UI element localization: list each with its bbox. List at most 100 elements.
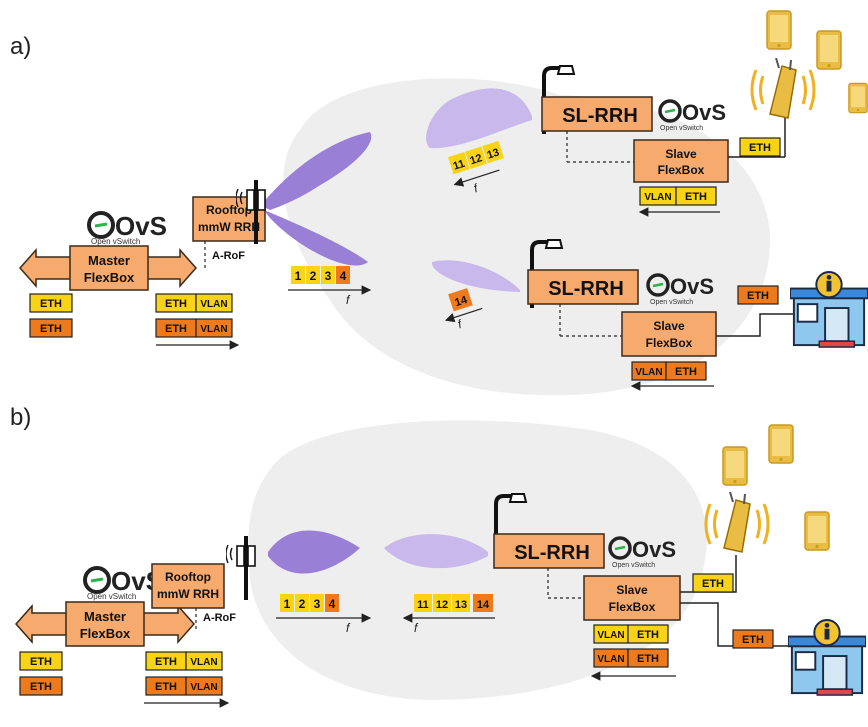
svg-text:f: f bbox=[346, 293, 351, 307]
svg-text:OvS: OvS bbox=[632, 537, 676, 562]
ovs-logo: OvS Open vSwitch bbox=[658, 99, 726, 132]
sl-rrh-bottom: SL-RRH OvS Open vSwitch Slave FlexBox VL… bbox=[444, 238, 800, 391]
shop-icon bbox=[790, 270, 868, 349]
svg-text:f: f bbox=[456, 317, 465, 332]
master-eth-vlan-tags: ETH VLAN ETH VLAN bbox=[155, 293, 240, 350]
svg-text:ETH: ETH bbox=[749, 142, 771, 154]
svg-text:ETH: ETH bbox=[702, 578, 724, 590]
svg-text:ETH: ETH bbox=[155, 656, 177, 668]
svg-text:2: 2 bbox=[299, 597, 306, 611]
beam-bottom-rrh bbox=[431, 260, 520, 292]
svg-text:1: 1 bbox=[295, 269, 302, 283]
wifi-router-icon bbox=[704, 492, 770, 554]
svg-text:13: 13 bbox=[486, 147, 501, 162]
svg-text:VLAN: VLAN bbox=[190, 657, 217, 668]
svg-text:ETH: ETH bbox=[40, 323, 62, 335]
svg-text:Master: Master bbox=[84, 609, 126, 624]
phone-icon bbox=[722, 446, 748, 486]
svg-text:VLAN: VLAN bbox=[597, 630, 624, 641]
svg-text:ETH: ETH bbox=[742, 634, 764, 646]
svg-text:ETH: ETH bbox=[165, 323, 187, 335]
svg-text:14: 14 bbox=[477, 599, 490, 611]
phone-icon bbox=[816, 30, 842, 70]
svg-text:VLAN: VLAN bbox=[597, 654, 624, 665]
svg-text:OvS: OvS bbox=[682, 100, 726, 125]
svg-text:Open vSwitch: Open vSwitch bbox=[660, 125, 703, 132]
sl-rrh-top: SL-RRH OvS Open vSwitch Slave FlexBox VL… bbox=[447, 64, 786, 217]
svg-text:ETH: ETH bbox=[747, 290, 769, 302]
svg-text:SL-RRH: SL-RRH bbox=[548, 278, 624, 300]
phone-icon bbox=[768, 424, 794, 464]
svg-text:VLAN: VLAN bbox=[200, 324, 227, 335]
rooftop-rrh: Rooftop mmW RRH A-RoF bbox=[192, 179, 266, 270]
channel-strip: 1 2 3 4 f bbox=[276, 594, 372, 635]
svg-text:ETH: ETH bbox=[30, 681, 52, 693]
svg-text:ETH: ETH bbox=[30, 656, 52, 668]
svg-text:3: 3 bbox=[325, 269, 332, 283]
svg-text:3: 3 bbox=[314, 597, 321, 611]
svg-text:Rooftop: Rooftop bbox=[206, 203, 252, 217]
svg-text:VLAN: VLAN bbox=[635, 367, 662, 378]
master-flexbox: Master FlexBox bbox=[14, 601, 196, 647]
beam-rooftop bbox=[268, 530, 360, 574]
svg-text:Open vSwitch: Open vSwitch bbox=[650, 299, 693, 306]
svg-text:A-RoF: A-RoF bbox=[203, 612, 236, 624]
master-eth-tags: ETH ETH bbox=[29, 293, 73, 338]
svg-text:ETH: ETH bbox=[40, 298, 62, 310]
sl-rrh: SL-RRH OvS Open vSwitch Slave FlexBox VL… bbox=[493, 492, 790, 681]
svg-text:Slave: Slave bbox=[653, 319, 685, 333]
shop-icon bbox=[788, 618, 866, 697]
svg-text:FlexBox: FlexBox bbox=[658, 163, 705, 177]
svg-text:Slave: Slave bbox=[616, 583, 648, 597]
phone-icon bbox=[804, 511, 830, 551]
svg-text:VLAN: VLAN bbox=[644, 192, 671, 203]
panel-a: a) Master FlexBox OvS Open vSwitch Roof bbox=[10, 10, 868, 396]
beam-slrrh bbox=[384, 534, 488, 569]
svg-text:11: 11 bbox=[417, 599, 429, 611]
svg-text:2: 2 bbox=[310, 269, 317, 283]
svg-text:f: f bbox=[472, 181, 481, 196]
phone-icon bbox=[848, 82, 868, 114]
svg-text:f: f bbox=[414, 621, 419, 635]
svg-text:OvS: OvS bbox=[115, 211, 167, 241]
svg-text:ETH: ETH bbox=[675, 366, 697, 378]
svg-text:ETH: ETH bbox=[165, 298, 187, 310]
svg-text:Rooftop: Rooftop bbox=[165, 570, 211, 584]
master-eth-tags: ETH ETH bbox=[19, 651, 63, 696]
svg-text:Open vSwitch: Open vSwitch bbox=[91, 237, 140, 246]
ovs-logo: OvS Open vSwitch bbox=[87, 211, 167, 246]
svg-text:4: 4 bbox=[340, 269, 347, 283]
svg-text:FlexBox: FlexBox bbox=[646, 336, 693, 350]
svg-text:Open vSwitch: Open vSwitch bbox=[612, 562, 655, 569]
beam-cluster bbox=[262, 132, 372, 266]
svg-text:SL-RRH: SL-RRH bbox=[514, 542, 590, 564]
svg-text:VLAN: VLAN bbox=[190, 682, 217, 693]
panel-label: b) bbox=[10, 404, 31, 431]
svg-text:FlexBox: FlexBox bbox=[609, 600, 656, 614]
phone-icon bbox=[766, 10, 792, 50]
svg-text:mmW RRH: mmW RRH bbox=[198, 220, 260, 234]
svg-text:1: 1 bbox=[284, 597, 291, 611]
svg-text:ETH: ETH bbox=[685, 191, 707, 203]
aroF-label: A-RoF bbox=[212, 250, 245, 262]
master-eth-vlan-tags: ETH VLAN ETH VLAN bbox=[144, 651, 230, 708]
svg-text:OvS: OvS bbox=[670, 274, 714, 299]
svg-text:12: 12 bbox=[436, 599, 448, 611]
svg-text:12: 12 bbox=[468, 152, 483, 167]
beam-top-rrh bbox=[426, 88, 532, 149]
master-label: FlexBox bbox=[84, 270, 135, 285]
panel-label: a) bbox=[10, 33, 31, 60]
svg-text:4: 4 bbox=[329, 597, 336, 611]
rooftop-rrh: Rooftop mmW RRH A-RoF bbox=[151, 535, 256, 632]
svg-text:Slave: Slave bbox=[665, 147, 697, 161]
ovs-logo: OvS Open vSwitch bbox=[646, 273, 714, 306]
wifi-router-icon bbox=[750, 58, 816, 120]
svg-text:14: 14 bbox=[453, 294, 469, 309]
channel-strip: 1 2 3 4 f bbox=[288, 266, 372, 307]
svg-text:ETH: ETH bbox=[155, 681, 177, 693]
svg-text:Open vSwitch: Open vSwitch bbox=[87, 592, 136, 601]
svg-text:FlexBox: FlexBox bbox=[80, 626, 131, 641]
master-flexbox: Master FlexBox bbox=[18, 245, 198, 291]
svg-text:SL-RRH: SL-RRH bbox=[562, 105, 638, 127]
ovs-logo: OvS Open vSwitch bbox=[608, 536, 676, 569]
